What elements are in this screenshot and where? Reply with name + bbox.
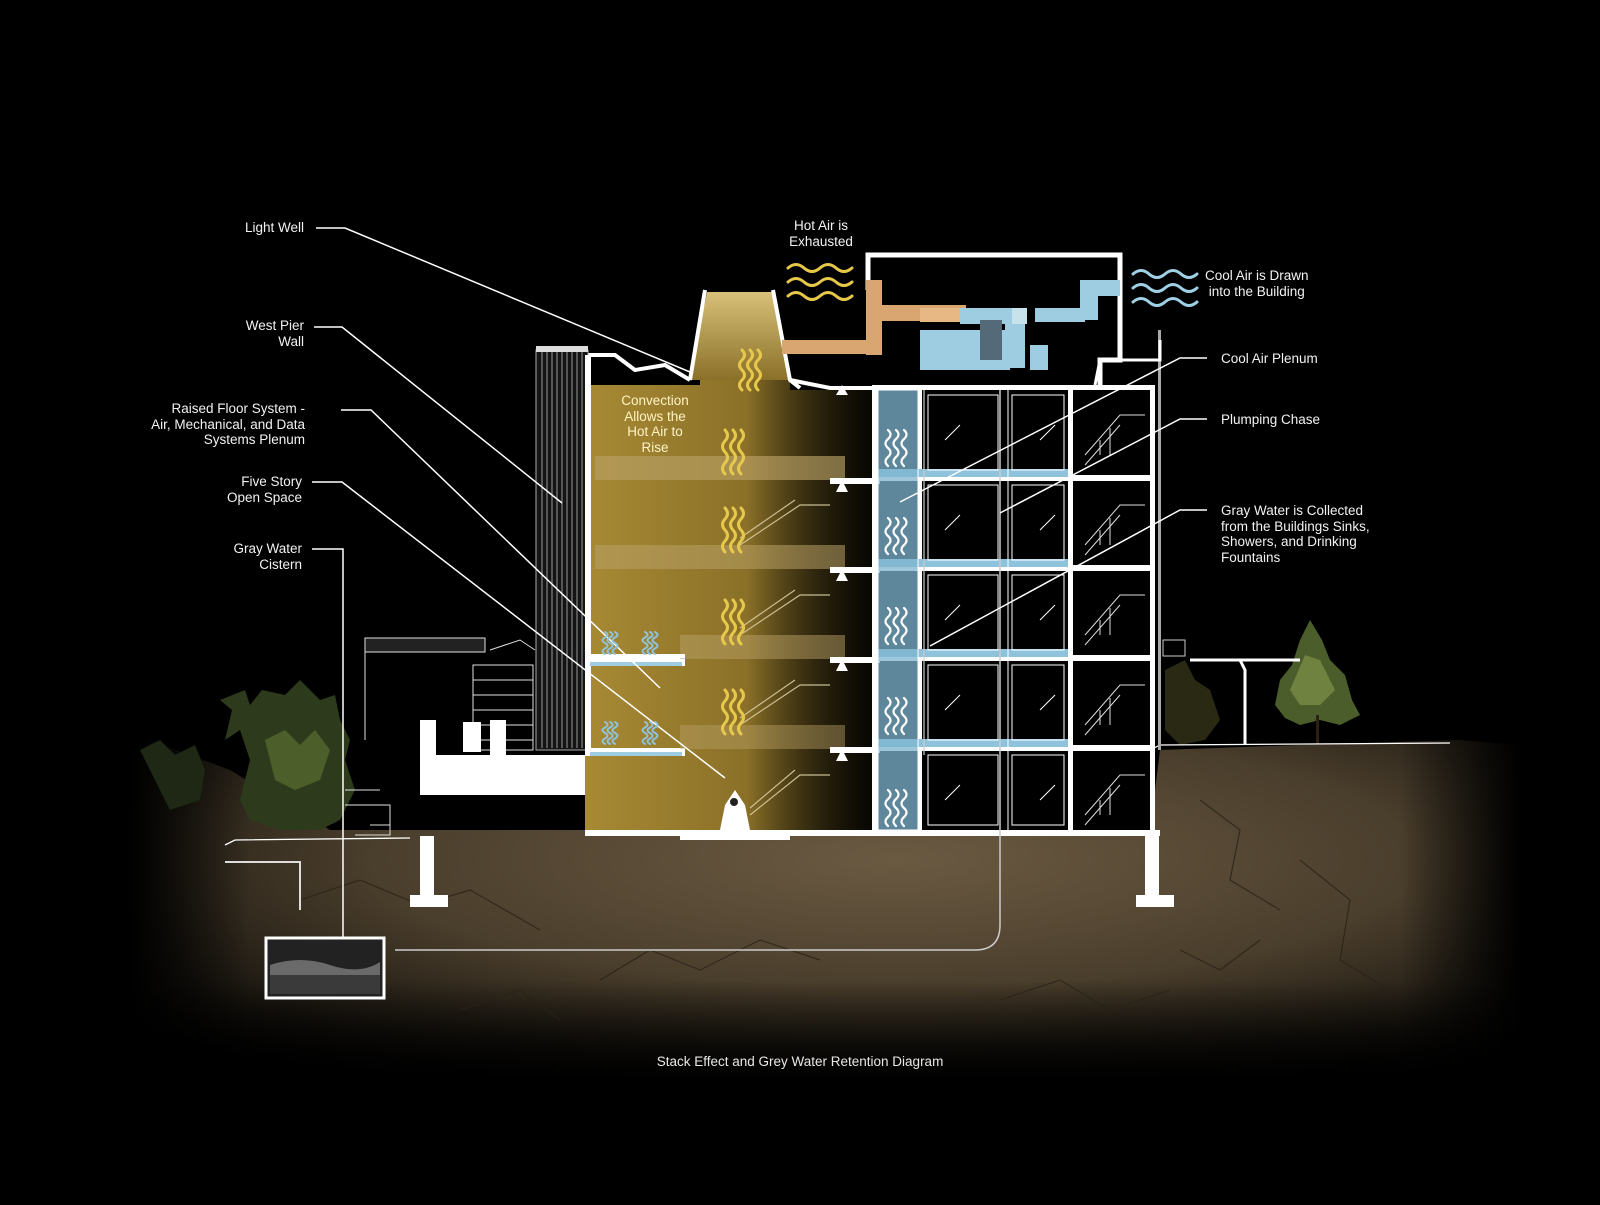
soil-ground (130, 740, 1520, 1080)
west-ancillary-structure (345, 637, 536, 836)
west-pier-wall (535, 346, 589, 751)
hot-air-wave-icon (786, 263, 854, 301)
label-light-well: Light Well (244, 220, 304, 235)
label-plumbing-chase: Plumping Chase (1221, 412, 1321, 427)
label-convection: Convection Allows the Hot Air to Rise (621, 393, 689, 455)
gray-water-cistern-tank (264, 936, 386, 1000)
rooftop-mechanical-penthouse (782, 252, 1162, 386)
tree-icon (140, 680, 355, 830)
tree-icon (1165, 660, 1220, 745)
hot-air-wave-icon (721, 428, 745, 476)
cool-air-wave-icon (601, 631, 619, 655)
label-gray-water-cistern: Gray Water Cistern (233, 541, 302, 572)
floor-plates (585, 385, 880, 816)
hot-air-wave-icon (738, 348, 762, 392)
label-raised-floor-system: Raised Floor System - Air, Mechanical, a… (151, 401, 305, 447)
cool-air-wave-icon (641, 721, 659, 745)
tree-icon (1275, 620, 1360, 745)
hot-air-wave-icon (721, 598, 745, 646)
foundation-piers (410, 836, 1174, 907)
label-cool-air-plenum: Cool Air Plenum (1221, 351, 1318, 366)
diagram-caption: Stack Effect and Grey Water Retention Di… (656, 1054, 944, 1069)
hot-air-wave-icon (721, 688, 745, 736)
east-building-frame (395, 330, 1300, 951)
label-hot-air-exhausted: Hot Air is Exhausted (789, 218, 853, 249)
leader-lines (312, 227, 1207, 940)
cool-air-wave-icon (884, 606, 908, 646)
atrium-sculpture (680, 790, 790, 840)
light-well (690, 292, 790, 380)
cool-air-wave-icon (641, 631, 659, 655)
cool-air-wave-icon (884, 428, 908, 468)
cool-air-wave-icon (884, 788, 908, 828)
cool-air-wave-icon (884, 696, 908, 736)
label-cool-air-drawn: Cool Air is Drawn into the Building (1205, 268, 1309, 299)
hot-air-wave-icon (721, 506, 745, 554)
label-west-pier-wall: West Pier Wall (245, 318, 304, 349)
five-story-atrium (585, 375, 880, 830)
cool-air-wave-icon (601, 721, 619, 745)
cool-air-wave-icon (884, 516, 908, 556)
cool-air-wave-icon (1131, 269, 1199, 307)
label-gray-water-collected: Gray Water is Collected from the Buildin… (1221, 503, 1370, 565)
label-five-story-open-space: Five Story Open Space (226, 474, 302, 505)
